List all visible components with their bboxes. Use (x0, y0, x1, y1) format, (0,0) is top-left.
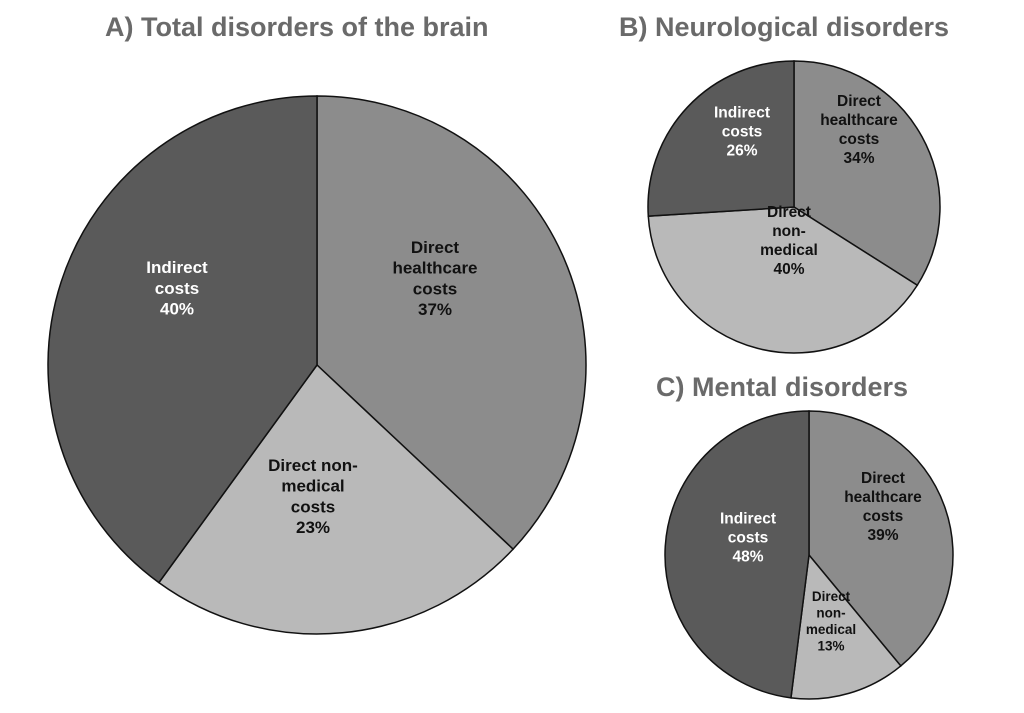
pie-slice-indirect (664, 410, 810, 699)
pie-slice-indirect (47, 95, 318, 584)
panel-a-title: A) Total disorders of the brain (105, 12, 489, 42)
pie-slice-indirect (647, 60, 795, 217)
pie-slice-direct-non-medical (790, 553, 902, 700)
pie-slice-direct-healthcare (316, 95, 587, 551)
panel-c-title: C) Mental disorders (656, 372, 909, 402)
pie-slice-direct-healthcare (808, 410, 954, 668)
pie-slice-direct-healthcare (793, 60, 941, 287)
pie-slice-direct-non-medical (157, 363, 515, 635)
pie-slice-direct-non-medical (647, 206, 919, 354)
panel-b-title: B) Neurological disorders (619, 12, 950, 42)
